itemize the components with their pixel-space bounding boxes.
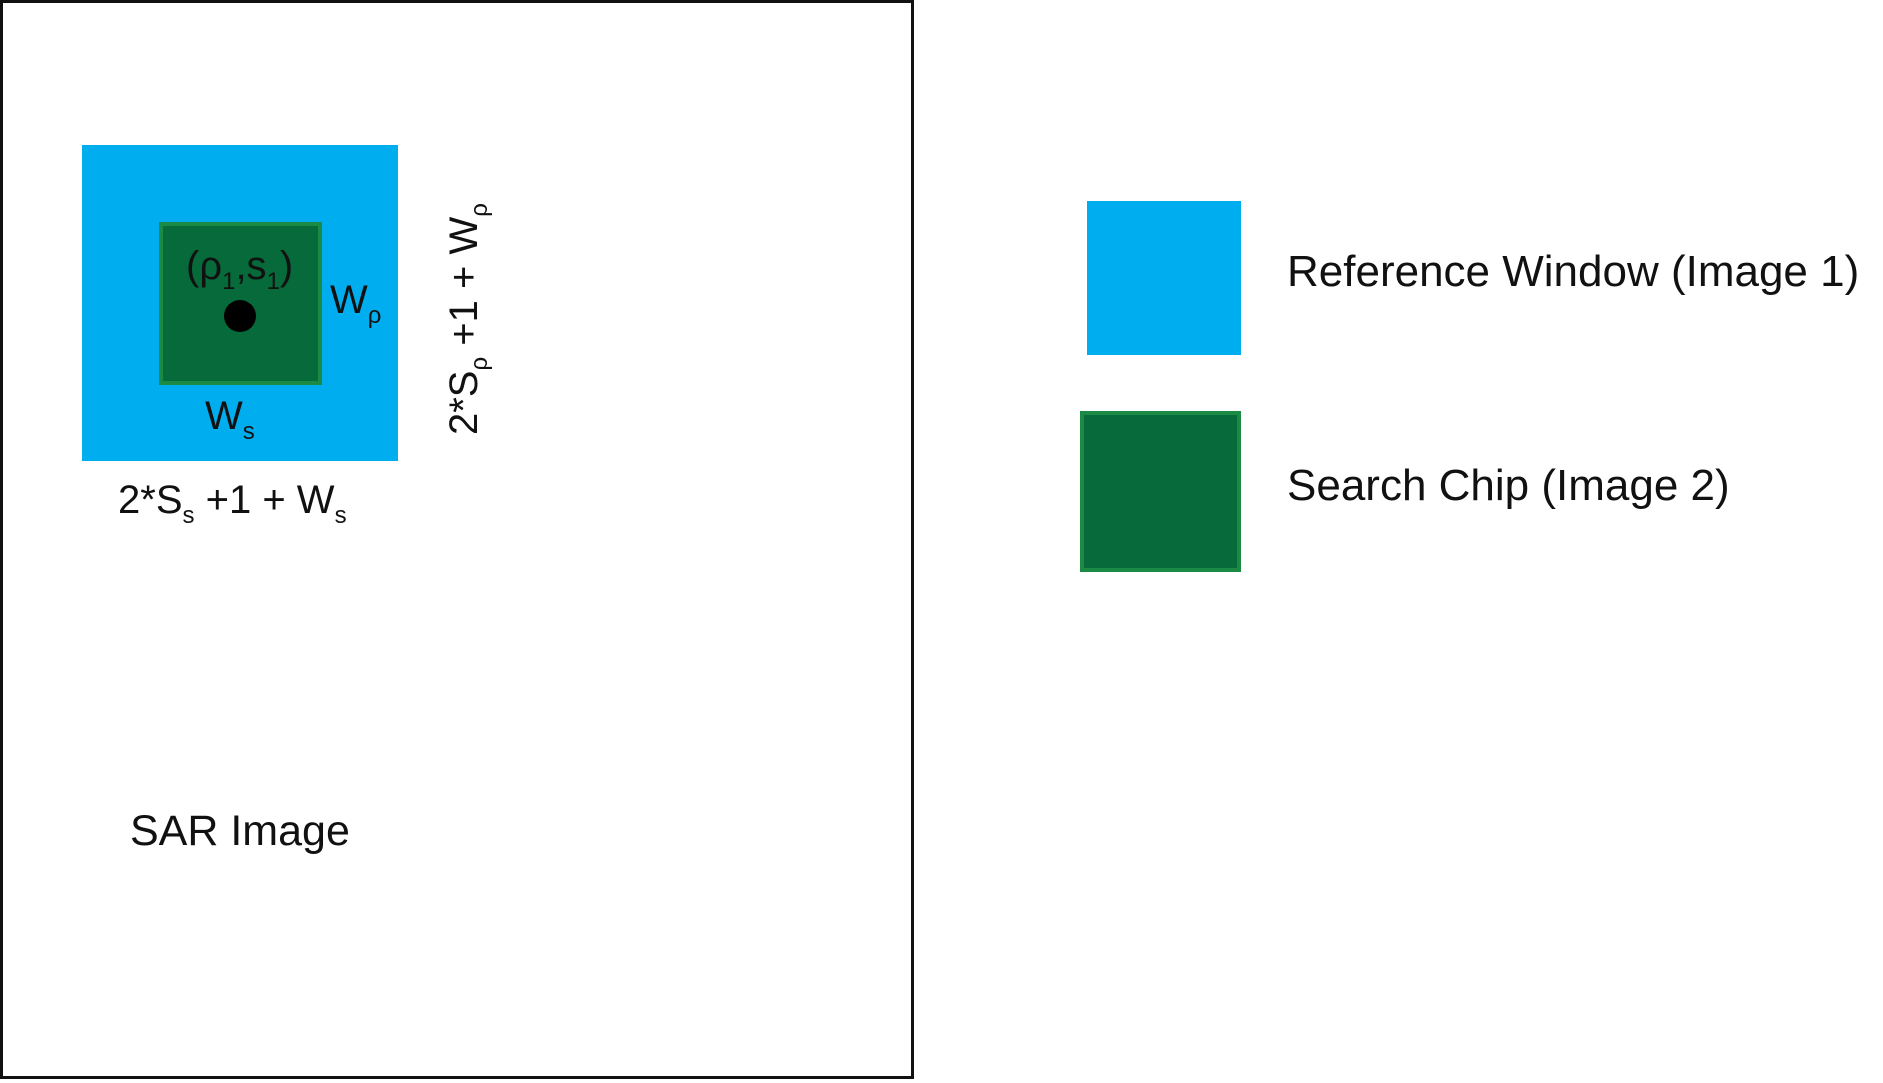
sar-image-frame	[0, 0, 914, 1079]
center-point-marker	[224, 300, 256, 332]
bottom-dimension-label: 2*Ss +1 + Ws	[118, 478, 347, 529]
legend-label-search-chip: Search Chip (Image 2)	[1287, 461, 1730, 510]
legend-label-reference: Reference Window (Image 1)	[1287, 247, 1860, 296]
legend-swatch-reference	[1087, 201, 1241, 355]
w-rho-label: Wρ	[330, 278, 382, 329]
legend-swatch-search-chip	[1080, 411, 1241, 572]
right-dimension-label: 2*Sρ +1 + Wρ	[442, 203, 493, 435]
sar-image-label: SAR Image	[130, 807, 350, 855]
center-point-label: (ρ1,s1)	[186, 244, 294, 295]
w-s-label: Ws	[205, 394, 255, 445]
